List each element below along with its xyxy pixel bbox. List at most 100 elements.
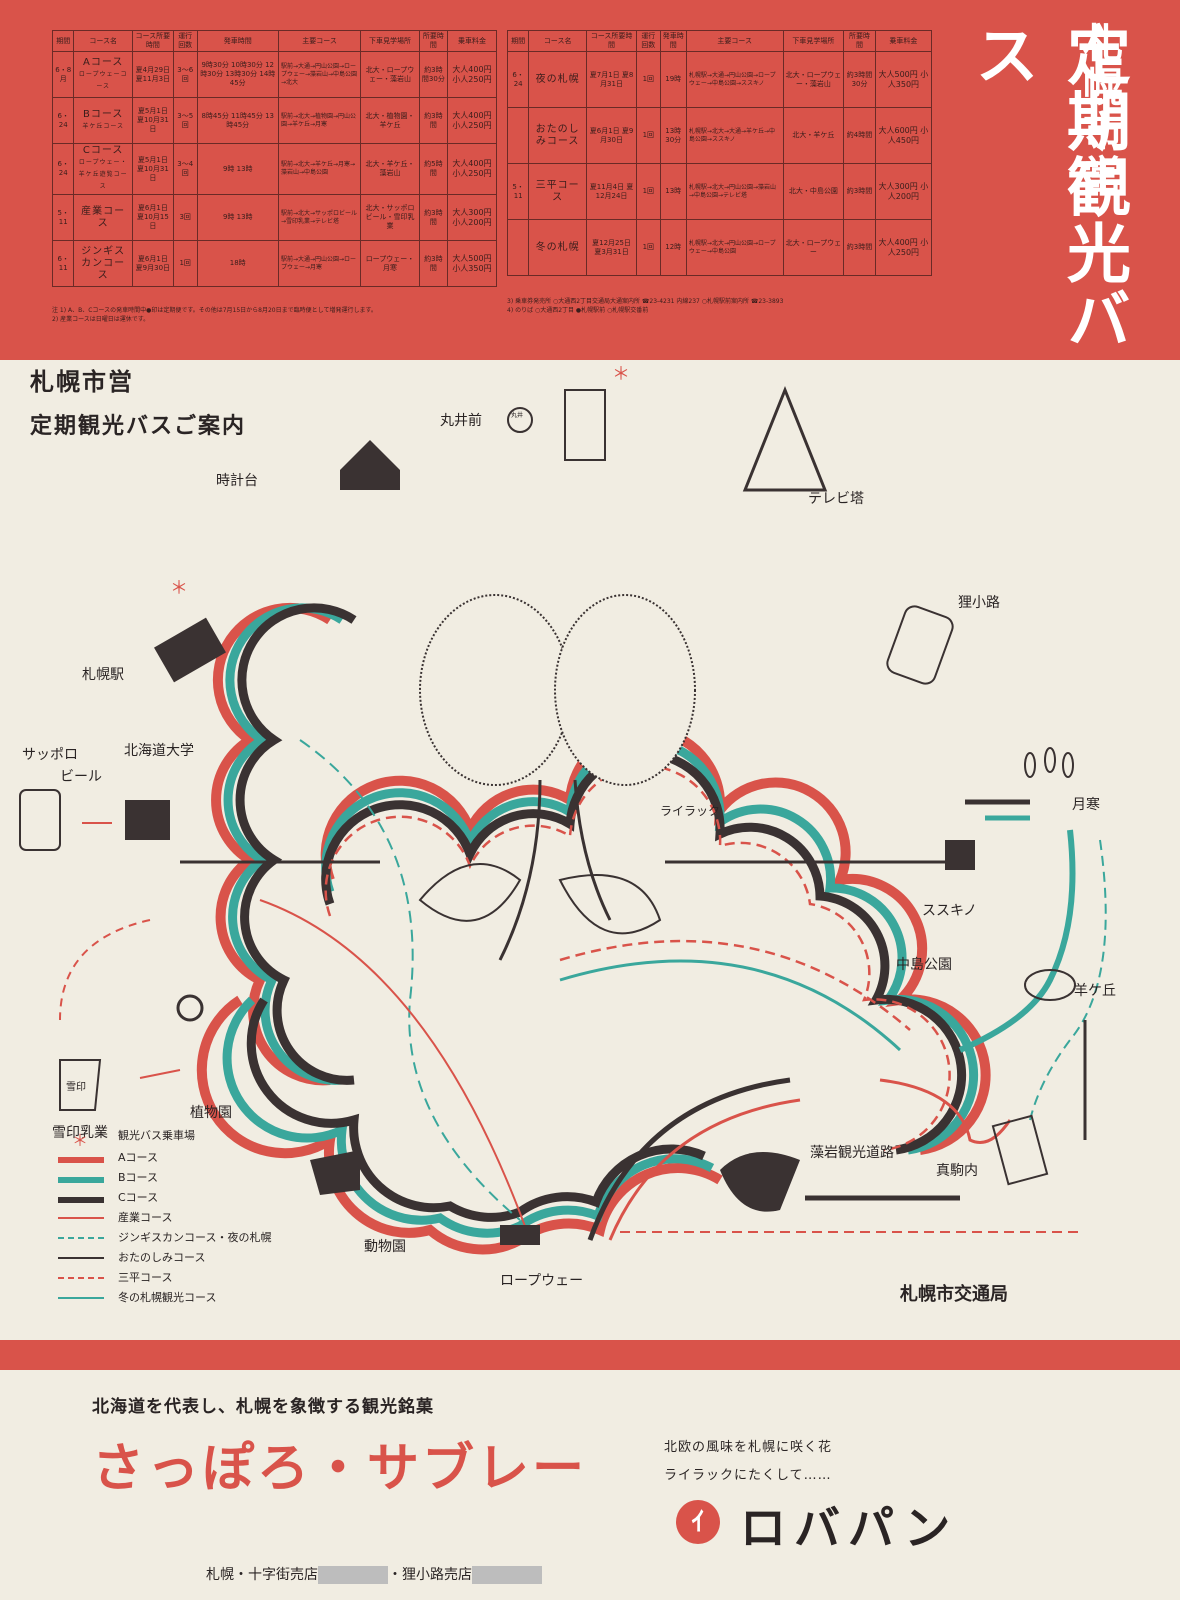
- table-cell-route: 駅前→北大→植物園→円山公園→羊ケ丘→月寒: [277, 97, 362, 144]
- table-cell-hours: 約4時間: [843, 107, 876, 164]
- cell-text: 札幌駅→北大→円山公園→藻岩山→中島公園→テレビ塔: [688, 183, 777, 199]
- table-cell-runs: 1回: [636, 163, 661, 220]
- table-cell-times: 9時 13時: [196, 143, 279, 195]
- column-header: 乗車料金: [874, 30, 933, 52]
- column-header: 発車時間: [659, 30, 687, 52]
- table-cell-times: 19時: [659, 51, 687, 108]
- table-cell-route: 札幌駅→北大→円山公園→藻岩山→中島公園→テレビ塔: [685, 163, 784, 220]
- map-title-line2: 定期観光バスご案内: [30, 414, 247, 439]
- shop-name: 札幌・十字街売店: [206, 1567, 318, 1583]
- title-line1: 札幌市営: [1076, 22, 1122, 198]
- advert-tagline: 北海道を代表し、札幌を象徴する観光銘菓: [92, 1397, 434, 1417]
- legend-stop: ＊ 観光バス乗車場: [58, 1127, 358, 1150]
- legend-item: 産業コース: [58, 1209, 358, 1227]
- cell-text: 約3時間: [846, 243, 873, 251]
- legend-swatch-b: [58, 1177, 104, 1183]
- route-jingisukan: [299, 739, 521, 1221]
- tv-tower-icon: [742, 385, 828, 492]
- cell-text: 1回: [642, 243, 655, 251]
- cell-text: 約3時間30分: [421, 65, 445, 83]
- cell-text: 13時: [665, 187, 682, 195]
- route-sanpei-center: [559, 939, 911, 1031]
- cell-text: 約4時間: [846, 131, 873, 139]
- tanukikoji-icon: [886, 605, 954, 685]
- cell-text: 夜の札幌: [535, 73, 580, 85]
- table-cell-stops: ロープウェー・月寒: [360, 240, 420, 287]
- cell-text: 6・24: [512, 70, 524, 88]
- legend-label: ジンギスカンコース・夜の札幌: [118, 1231, 272, 1244]
- table-cell-price: 大人400円 小人250円: [446, 143, 498, 195]
- table-cell-price: 大人500円 小人350円: [874, 51, 933, 108]
- table-cell-hours: 約3時間30分: [843, 51, 876, 108]
- cell-text: 駅前→大通→円山公園→ロープウェー→藻岩山→中島公園→北大: [280, 62, 357, 86]
- cell-text: 夏7月1日 夏8月31日: [589, 70, 634, 88]
- cell-text: 駅前→北大→サッポロビール→雪印乳業→テレビ塔: [280, 209, 357, 225]
- cell-text: 札幌駅→北大→大通→羊ケ丘→中島公園→ススキノ: [688, 127, 776, 143]
- cell-text: 約3時間: [424, 111, 443, 129]
- left-notes: 注 1) A、B、Cコースの発車時間中●印は定期便です。その他は7月15日から8…: [52, 305, 497, 323]
- cell-text: 夏5月1日 夏10月31日: [136, 107, 169, 133]
- cell-text: 札幌駅→大通→円山公園→ロープウェー→中島公園→ススキノ: [688, 71, 776, 87]
- cell-text: 1回: [642, 187, 655, 195]
- cell-text: 9時 13時: [222, 164, 253, 173]
- column-header: 下車見学場所: [360, 30, 420, 52]
- place-tsukisamu: 月寒: [1072, 797, 1100, 813]
- cell-text: 6・11: [57, 254, 69, 272]
- route-sangyo-snow: [139, 1069, 181, 1079]
- route-sangyo-beer: [59, 919, 151, 1021]
- column-header: 所要時間: [843, 30, 876, 52]
- cell-text: 札幌駅→北大→円山公園→ロープウェー→中島公園: [688, 239, 776, 255]
- note-line: 3) 乗車券発売所 ○大通西2丁目交通局大通案内所 ☎23-4231 内線237…: [507, 298, 784, 305]
- cell-text: 18時: [229, 259, 246, 267]
- place-sapporo-station: 札幌駅: [82, 667, 124, 683]
- right-notes: 3) 乗車券発売所 ○大通西2丁目交通局大通案内所 ☎23-4231 内線237…: [507, 296, 932, 314]
- table-cell-stops: 北大・ロープウェー: [782, 219, 845, 276]
- cell-text: 夏4月29日 夏11月3日: [135, 65, 171, 83]
- cell-text: ジンギスカンコース: [81, 245, 126, 281]
- legend-swatch-sanpei: [58, 1277, 104, 1279]
- steam-train-icon: [154, 617, 226, 683]
- table-cell-name: おたのしみコース: [528, 107, 587, 164]
- table-cell-hours: 約3時間: [843, 219, 876, 276]
- place-makomanai: 真駒内: [936, 1163, 978, 1179]
- hokudai-building-icon: [125, 800, 170, 840]
- table-cell-route: 駅前→北大→サッポロビール→雪印乳業→テレビ塔: [277, 194, 362, 241]
- timetable-panel: 期間コース名コース所要時間運行回数発車時間主要コース下車見学場所所要時間乗車料金…: [0, 0, 1180, 360]
- place-sapporo-beer-line2: ビール: [60, 769, 102, 785]
- legend-swatch-a: [58, 1157, 104, 1163]
- route-jingisukan-east: [1029, 839, 1107, 1121]
- table-cell-period: 6・8月: [51, 51, 75, 98]
- cell-text: 約3時間: [424, 254, 443, 272]
- cell-text: 北大・ロープウェー・藻岩山: [785, 70, 842, 88]
- route-b-course-west: [223, 603, 345, 1085]
- boarding-mark: ＊: [72, 1131, 89, 1150]
- route-map-svg: [19, 385, 1107, 1255]
- advert-slogan-line1: 北欧の風味を札幌に咲く花: [664, 1440, 833, 1455]
- column-header: コース所要時間: [131, 30, 174, 52]
- place-ropeway: ロープウェー: [500, 1273, 584, 1289]
- table-cell-price: 大人400円 小人250円: [874, 219, 933, 276]
- advert-section: 北海道を代表し、札幌を象徴する観光銘菓 さっぽろ・サブレー 北欧の風味を札幌に咲…: [0, 1340, 1180, 1600]
- cell-text: 北大・ロープウェー・藻岩山: [365, 65, 415, 83]
- table-cell-stops: 北大・羊ケ丘・藻岩山: [360, 143, 420, 195]
- place-susukino: ススキノ: [922, 903, 978, 919]
- table-cell-price: 大人400円 小人250円: [446, 97, 498, 144]
- advert-slogan-line2: ライラックにたくして……: [664, 1468, 832, 1483]
- transport-bureau: 札幌市交通局: [900, 1284, 1008, 1305]
- ropeway-icon: [500, 1225, 540, 1245]
- legend-item: 三平コース: [58, 1269, 358, 1287]
- cell-text: 北大・羊ケ丘: [792, 131, 835, 139]
- table-cell-stops: 北大・中島公園: [782, 163, 845, 220]
- cell-text: 約3時間30分: [846, 70, 873, 88]
- legend-label: Cコース: [118, 1191, 159, 1204]
- cell-text: 大人400円 小人250円: [878, 237, 929, 257]
- place-moiwa-road: 藻岩観光道路: [810, 1145, 894, 1161]
- note-line: 2) 産業コースは日曜日は運休です。: [52, 316, 150, 323]
- botanical-garden-icon: [176, 994, 204, 1022]
- map-title-line1: 札幌市営: [30, 368, 134, 396]
- table-cell-times: 18時: [196, 240, 279, 287]
